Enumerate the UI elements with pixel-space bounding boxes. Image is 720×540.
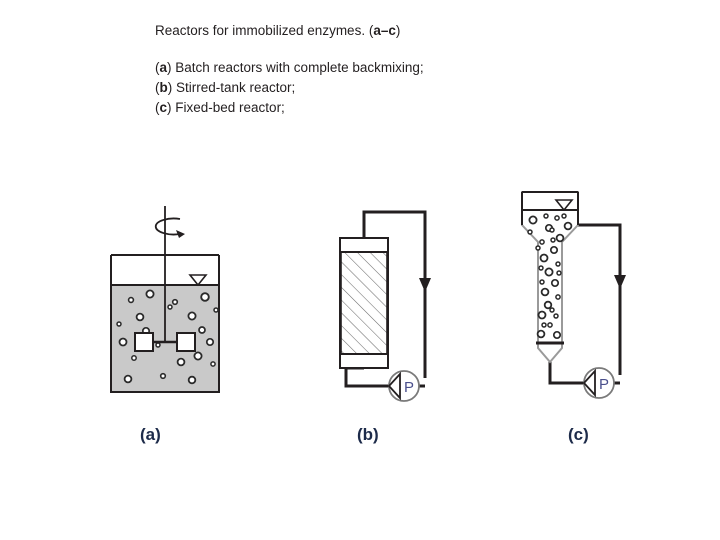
figure-stirred-tank-batch-reactor <box>80 190 260 415</box>
caption-line-c: (c) Fixed-bed reactor; <box>155 100 285 115</box>
title-prefix: Reactors for immobilized enzymes. ( <box>155 23 374 38</box>
caption-line-a: (a) Batch reactors with complete backmix… <box>155 60 424 75</box>
diagram-a-svg <box>110 206 220 393</box>
page-title: Reactors for immobilized enzymes. (a–c) <box>155 22 675 40</box>
pump: P <box>582 367 615 399</box>
panel-label-b: (b) <box>357 425 379 444</box>
recirculation-downpipe <box>578 223 622 375</box>
pump-label: P <box>404 379 414 396</box>
rotation-arrow <box>154 217 185 238</box>
caption-marker-c: c <box>159 100 168 115</box>
liquid-level-triangle-marker <box>554 199 574 212</box>
flow-arrow-down <box>614 275 626 289</box>
flow-arrow-down <box>419 278 431 292</box>
inlet-pipe-bottom <box>344 366 394 388</box>
immobilized-enzyme-particles <box>527 213 573 340</box>
pump: P <box>387 370 420 402</box>
caption-marker-a: a <box>159 60 168 75</box>
recirculation-downpipe <box>362 210 427 378</box>
diagram-b-svg: P <box>339 210 431 402</box>
caption-line-b: (b) Stirred-tank reactor; <box>155 80 296 95</box>
figure-packed-bed-column-reactor: P <box>320 190 460 415</box>
caption-text-b: ) Stirred-tank reactor; <box>167 80 296 95</box>
title-suffix: ) <box>395 23 401 38</box>
panel-label-a: (a) <box>140 425 161 444</box>
caption-text-a: ) Batch reactors with complete backmixin… <box>167 60 424 75</box>
liquid-level-triangle-marker <box>188 274 208 287</box>
caption-list: (a) Batch reactors with complete backmix… <box>155 58 675 118</box>
pump-direction-triangle <box>582 368 596 398</box>
stirrer-impeller-blade-left <box>134 332 154 352</box>
stirrer-impeller-blade-right <box>176 332 196 352</box>
immobilized-enzyme-particles <box>116 289 219 385</box>
caption-text-c: ) Fixed-bed reactor; <box>167 100 285 115</box>
packed-bed-hatching <box>341 252 387 354</box>
caption-marker-b: b <box>159 80 168 95</box>
title-range-bold: a–c <box>373 23 396 38</box>
diagram-c-svg: P <box>521 191 626 399</box>
pump-direction-triangle <box>387 371 401 401</box>
top-end-cap <box>339 237 389 253</box>
bottom-end-cap <box>339 353 389 369</box>
pump-label: P <box>599 376 609 393</box>
text-block: Reactors for immobilized enzymes. (a–c ) … <box>155 22 675 118</box>
tank-vessel <box>110 255 220 393</box>
panel-label-c: (c) <box>568 425 589 444</box>
figure-fluidized-bed-reactor: P <box>500 180 660 420</box>
